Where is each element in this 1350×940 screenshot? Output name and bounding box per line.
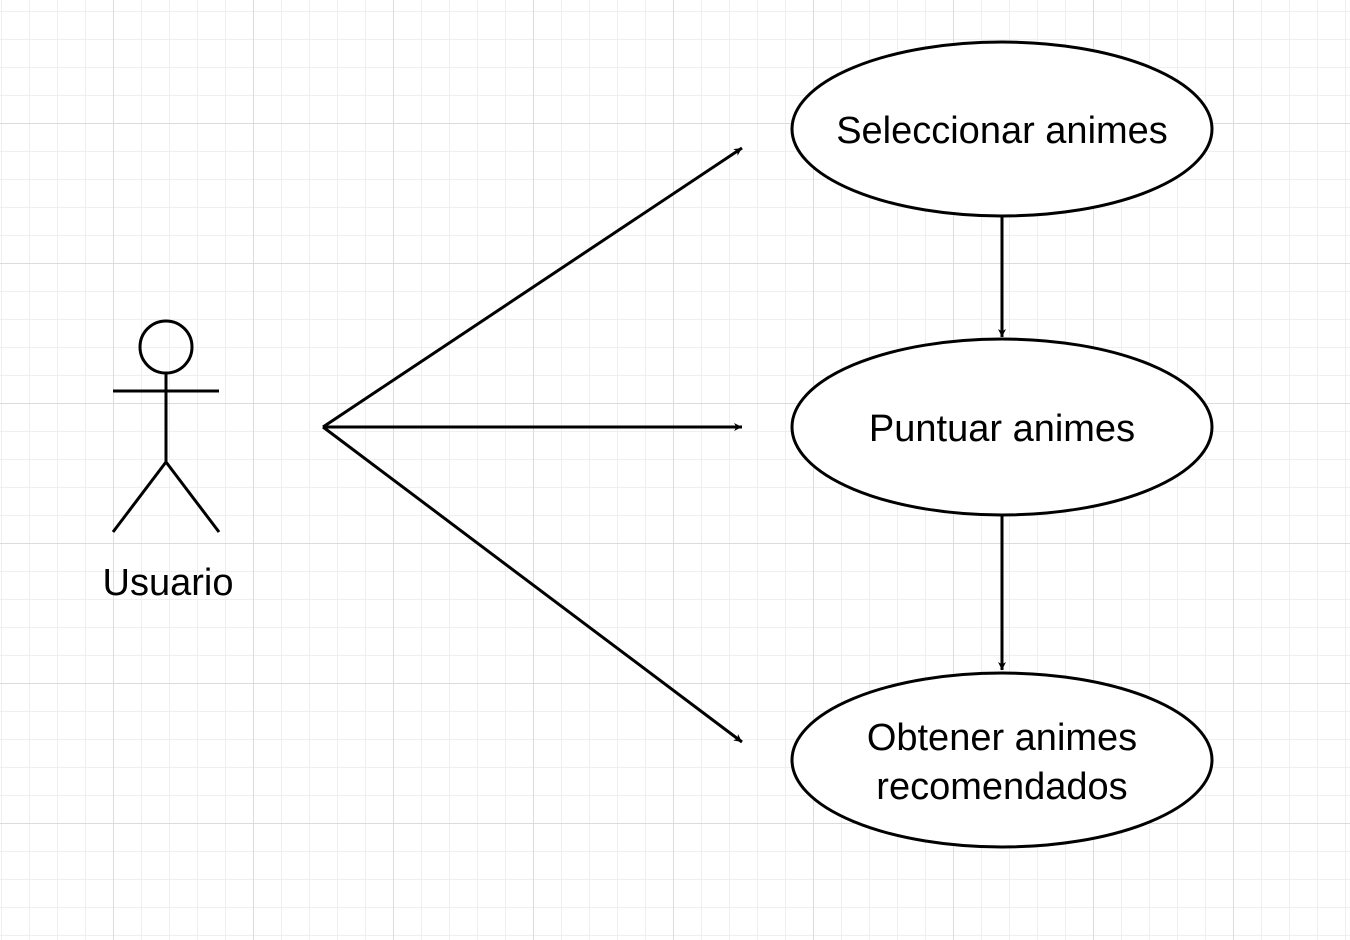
use-case-label: Seleccionar animes: [836, 110, 1168, 152]
use-case-label-line2: recomendados: [876, 766, 1127, 808]
stick-figure-actor-icon: [111, 319, 221, 533]
use-case-ellipse: [790, 337, 1214, 517]
use-case-label: Puntuar animes: [869, 408, 1135, 450]
arrow-actor-to-seleccionar[interactable]: [322, 146, 743, 429]
use-case-puntuar-animes[interactable]: Puntuar animes: [790, 337, 1214, 517]
arrow-actor-to-obtener[interactable]: [322, 425, 743, 744]
actor-usuario[interactable]: Usuario: [103, 319, 234, 604]
actor-right-leg: [164, 461, 221, 533]
use-case-seleccionar-animes[interactable]: Seleccionar animes: [790, 40, 1214, 218]
actor-head: [138, 319, 194, 375]
actor-left-leg: [111, 461, 168, 533]
actor-label: Usuario: [103, 562, 234, 604]
use-case-ellipse: [790, 671, 1214, 849]
use-case-ellipse: [790, 40, 1214, 218]
use-case-obtener-animes-recomendados[interactable]: Obtener animes recomendados: [790, 671, 1214, 849]
use-case-label-line1: Obtener animes: [867, 717, 1137, 759]
